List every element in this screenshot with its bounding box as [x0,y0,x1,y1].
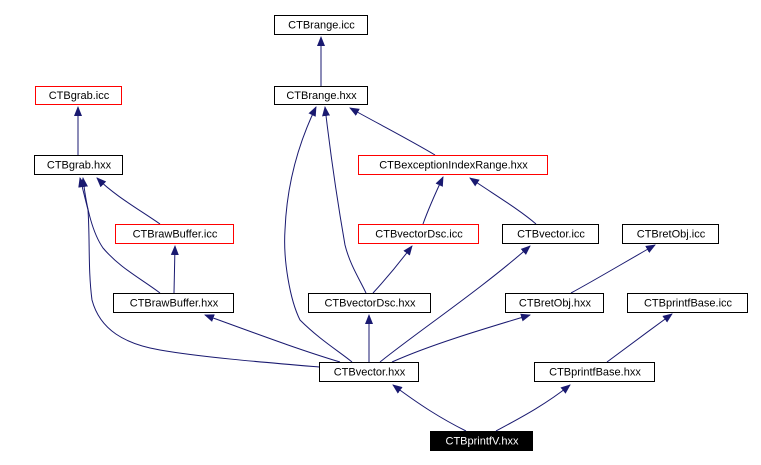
node-ctbgrab-icc[interactable]: CTBgrab.icc [35,86,122,105]
node-ctbgrab-hxx[interactable]: CTBgrab.hxx [34,155,123,175]
node-ctbvector-hxx[interactable]: CTBvector.hxx [319,362,419,382]
node-ctbrawbuffer-icc[interactable]: CTBrawBuffer.icc [115,224,234,244]
node-label: CTBvectorDsc.icc [375,229,463,241]
node-ctbretobj-hxx[interactable]: CTBretObj.hxx [505,293,604,313]
edge-ctbvector-hxx-to-ctbrawbuffer-hxx [204,314,341,363]
node-ctbprintfbase-hxx[interactable]: CTBprintfBase.hxx [534,362,655,382]
node-label: CTBgrab.icc [49,90,110,102]
node-label: CTBrawBuffer.hxx [130,298,219,310]
edge-ctbprintfv-hxx-to-ctbvector-hxx [392,384,467,432]
node-box[interactable] [274,86,368,105]
node-box[interactable] [505,293,604,313]
node-box[interactable] [34,155,123,175]
node-label: CTBrange.hxx [286,90,357,102]
node-ctbexceptionindexrange-hxx[interactable]: CTBexceptionIndexRange.hxx [358,155,548,175]
edge-ctbvector-icc-to-ctbexceptionindexrange-hxx [469,177,537,225]
node-box[interactable] [430,431,533,451]
edge-ctbrawbuffer-hxx-to-ctbgrab-hxx [80,177,161,294]
edge-ctbprintfv-hxx-to-ctbprintfbase-hxx [495,384,571,432]
edge-ctbrawbuffer-hxx-to-ctbrawbuffer-icc [170,245,179,294]
edge-ctbvector-hxx-to-ctbgrab-hxx [78,177,320,368]
edge-ctbvector-hxx-to-ctbvector-icc [379,245,531,363]
node-box[interactable] [627,293,748,313]
node-label: CTBprintfBase.icc [644,298,733,310]
node-label: CTBretObj.icc [637,229,706,241]
node-label: CTBretObj.hxx [519,298,592,310]
node-box[interactable] [534,362,655,382]
node-label: CTBrange.icc [288,20,355,32]
node-ctbrawbuffer-hxx[interactable]: CTBrawBuffer.hxx [113,293,234,313]
node-box[interactable] [502,224,599,244]
node-ctbprintfbase-icc[interactable]: CTBprintfBase.icc [627,293,748,313]
node-box[interactable] [115,224,234,244]
node-ctbretobj-icc[interactable]: CTBretObj.icc [622,224,719,244]
edge-ctbvector-hxx-to-ctbrange-hxx [284,106,353,363]
node-ctbvector-icc[interactable]: CTBvector.icc [502,224,599,244]
node-label: CTBprintfV.hxx [446,436,519,448]
node-label: CTBvectorDsc.hxx [324,298,416,310]
node-label: CTBvector.icc [517,229,585,241]
node-box[interactable] [274,15,368,35]
node-box[interactable] [113,293,234,313]
node-ctbrange-icc[interactable]: CTBrange.icc [274,15,368,35]
edge-ctbvector-hxx-to-ctbretobj-hxx [391,313,531,363]
node-ctbrange-hxx[interactable]: CTBrange.hxx [274,86,368,105]
node-label: CTBrawBuffer.icc [133,229,218,241]
node-box[interactable] [308,293,431,313]
edge-ctbvectordsc-hxx-to-ctbvectordsc-icc [372,245,413,294]
node-ctbprintfv-hxx[interactable]: CTBprintfV.hxx [430,431,533,451]
node-box[interactable] [35,86,122,105]
node-label: CTBexceptionIndexRange.hxx [379,160,528,172]
node-ctbvectordsc-icc[interactable]: CTBvectorDsc.icc [358,224,479,244]
node-box[interactable] [358,155,548,175]
edge-ctbexceptionindexrange-hxx-to-ctbrange-hxx [349,107,436,156]
node-box[interactable] [622,224,719,244]
node-ctbvectordsc-hxx[interactable]: CTBvectorDsc.hxx [308,293,431,313]
edge-ctbvectordsc-hxx-to-ctbrange-hxx [322,106,367,294]
node-label: CTBgrab.hxx [47,160,112,172]
node-box[interactable] [358,224,479,244]
node-box[interactable] [319,362,419,382]
node-label: CTBvector.hxx [334,367,406,379]
edge-ctbrawbuffer-icc-to-ctbgrab-hxx [96,177,161,225]
edge-ctbvectordsc-icc-to-ctbexceptionindexrange-hxx [422,176,444,225]
edge-ctbprintfbase-hxx-to-ctbprintfbase-icc [606,313,673,363]
edges-layer [74,36,673,432]
edge-ctbretobj-hxx-to-ctbretobj-icc [570,244,656,294]
node-label: CTBprintfBase.hxx [549,367,641,379]
